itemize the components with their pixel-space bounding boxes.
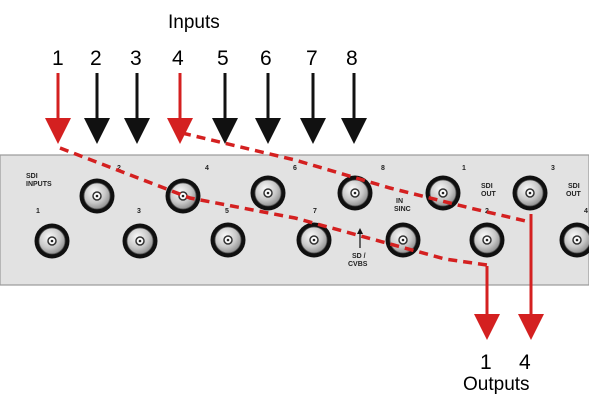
- connector-number-7: 7: [313, 208, 317, 215]
- sdi-out-a-line1: SDI: [481, 183, 493, 190]
- bnc-connectors: [34, 175, 589, 259]
- sdi-inputs-label-line1: SDI: [26, 173, 38, 180]
- connector-number-3: 3: [137, 208, 141, 215]
- out-number-4: 4: [584, 208, 588, 215]
- connector-number-8: 8: [381, 165, 385, 172]
- route-input-1-to-output-1: [59, 146, 488, 267]
- input-number-5: 5: [217, 47, 229, 70]
- input-arrow-4: [167, 73, 193, 144]
- input-number-3: 3: [130, 47, 142, 70]
- connector-number-1: 1: [36, 208, 40, 215]
- connector-number-6: 6: [293, 165, 297, 172]
- out-number-3: 3: [551, 165, 555, 172]
- input-arrow-2: [84, 73, 110, 144]
- input-arrow-1: [45, 73, 71, 144]
- bnc-output-3: [512, 175, 548, 211]
- output-number-1: 1: [480, 351, 492, 374]
- connector-number-2: 2: [117, 165, 121, 172]
- input-number-2: 2: [90, 47, 102, 70]
- input-arrows: [45, 73, 367, 144]
- input-number-labels: 1 2 3 4 5 6 7 8: [52, 47, 358, 70]
- bnc-input-8: [337, 175, 373, 211]
- sdi-out-b-line2: OUT: [566, 191, 582, 198]
- bnc-output-2: [469, 222, 505, 258]
- bnc-input-6: [250, 175, 286, 211]
- input-arrow-5: [212, 73, 238, 144]
- sdi-inputs-label-line2: INPUTS: [26, 181, 52, 188]
- input-number-7: 7: [306, 47, 318, 70]
- bnc-in-sinc: [385, 222, 421, 258]
- bnc-input-2: [79, 178, 115, 214]
- bnc-input-4: [165, 178, 201, 214]
- panel-labels: SDI INPUTS 1 2 3 4 5 6 7 8 IN SINC SD / …: [26, 165, 588, 268]
- input-arrow-6: [255, 73, 281, 144]
- in-sinc-label-line2: SINC: [394, 206, 411, 213]
- bnc-input-7: [296, 222, 332, 258]
- routing-paths: [59, 131, 531, 267]
- sd-cvbs-label-line2: CVBS: [348, 261, 368, 268]
- connector-number-5: 5: [225, 208, 229, 215]
- sd-cvbs-pointer-arrow: [357, 228, 363, 248]
- input-arrow-7: [300, 73, 326, 144]
- output-arrow-4: [518, 214, 544, 340]
- outputs-title: Outputs: [463, 374, 530, 394]
- bnc-output-1: [425, 175, 461, 211]
- input-arrow-3: [124, 73, 150, 144]
- input-number-6: 6: [260, 47, 272, 70]
- input-number-8: 8: [346, 47, 358, 70]
- input-number-1: 1: [52, 47, 64, 70]
- rear-panel: [0, 154, 589, 286]
- bnc-input-5: [210, 222, 246, 258]
- sdi-out-b-line1: SDI: [568, 183, 580, 190]
- bnc-output-4: [559, 222, 589, 258]
- output-number-4: 4: [519, 351, 531, 374]
- sdi-out-a-line2: OUT: [481, 191, 497, 198]
- input-number-4: 4: [172, 47, 184, 70]
- connector-number-4: 4: [205, 165, 209, 172]
- bnc-input-1: [34, 223, 70, 259]
- bnc-input-3: [122, 223, 158, 259]
- output-arrow-1: [474, 266, 500, 340]
- route-input-4-to-output-4: [181, 131, 531, 224]
- inputs-title: Inputs: [168, 12, 220, 33]
- sd-cvbs-label-line1: SD /: [352, 253, 366, 260]
- output-arrows: [474, 214, 544, 340]
- input-arrow-8: [341, 73, 367, 144]
- in-sinc-label-line1: IN: [396, 198, 403, 205]
- out-number-1: 1: [462, 165, 466, 172]
